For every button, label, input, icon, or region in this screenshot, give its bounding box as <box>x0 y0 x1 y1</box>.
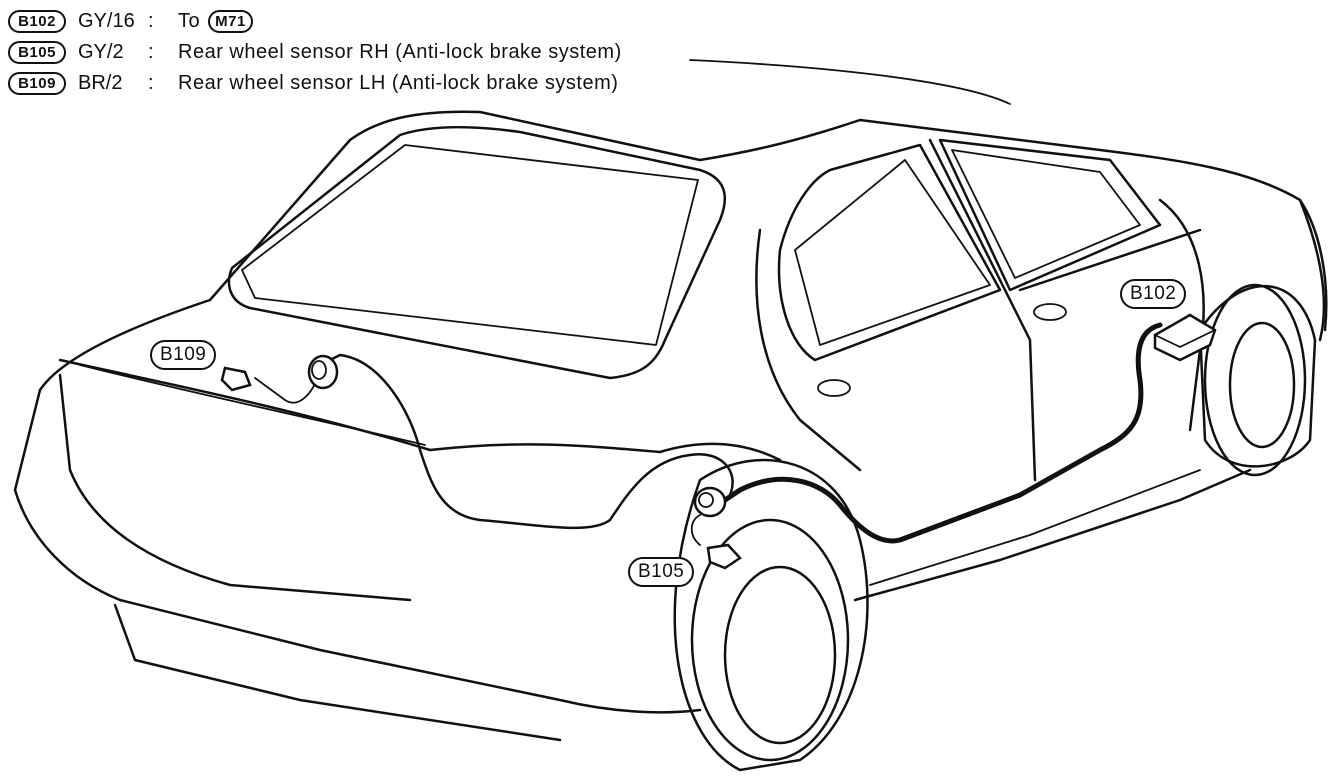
connector-description: Rear wheel sensor LH (Anti-lock brake sy… <box>178 72 619 94</box>
legend-row-b109: B109 BR/2 : Rear wheel sensor LH (Anti-l… <box>8 68 622 99</box>
connector-code-badge: B102 <box>8 10 66 33</box>
separator: : <box>148 72 154 94</box>
reference-connector-badge: M71 <box>208 10 253 33</box>
connector-b105 <box>690 486 742 570</box>
connector-description: To <box>178 10 201 32</box>
side-window-rear <box>777 143 1002 362</box>
connector-b102 <box>1153 313 1217 362</box>
legend-row-b102: B102 GY/16 : To M71 <box>8 6 622 37</box>
car-body-outline <box>38 110 1328 392</box>
callout-b109: B109 <box>150 340 217 370</box>
connector-b109 <box>220 354 339 392</box>
door-handle-front <box>1033 303 1067 321</box>
door-handle-rear <box>817 379 851 397</box>
wire-spec: GY/16 <box>78 10 135 32</box>
wire-harness <box>722 322 1163 544</box>
leader-line <box>689 59 1011 105</box>
front-wheel <box>1198 283 1317 477</box>
callout-b105: B105 <box>628 557 695 587</box>
connector-code-badge: B109 <box>8 72 66 95</box>
callout-b102: B102 <box>1120 279 1187 309</box>
separator: : <box>148 41 154 63</box>
side-window-front <box>938 138 1162 292</box>
rear-window <box>227 125 727 380</box>
wire-spec: BR/2 <box>78 72 123 94</box>
rear-wheel <box>673 458 869 772</box>
connector-code-badge: B105 <box>8 41 66 64</box>
wire-spec: GY/2 <box>78 41 124 63</box>
legend-row-b105: B105 GY/2 : Rear wheel sensor RH (Anti-l… <box>8 37 622 68</box>
connector-description: Rear wheel sensor RH (Anti-lock brake sy… <box>178 41 622 63</box>
separator: : <box>148 10 154 32</box>
wire-b105 <box>318 353 734 530</box>
connector-legend: B102 GY/16 : To M71 B105 GY/2 : Rear whe… <box>8 6 622 99</box>
